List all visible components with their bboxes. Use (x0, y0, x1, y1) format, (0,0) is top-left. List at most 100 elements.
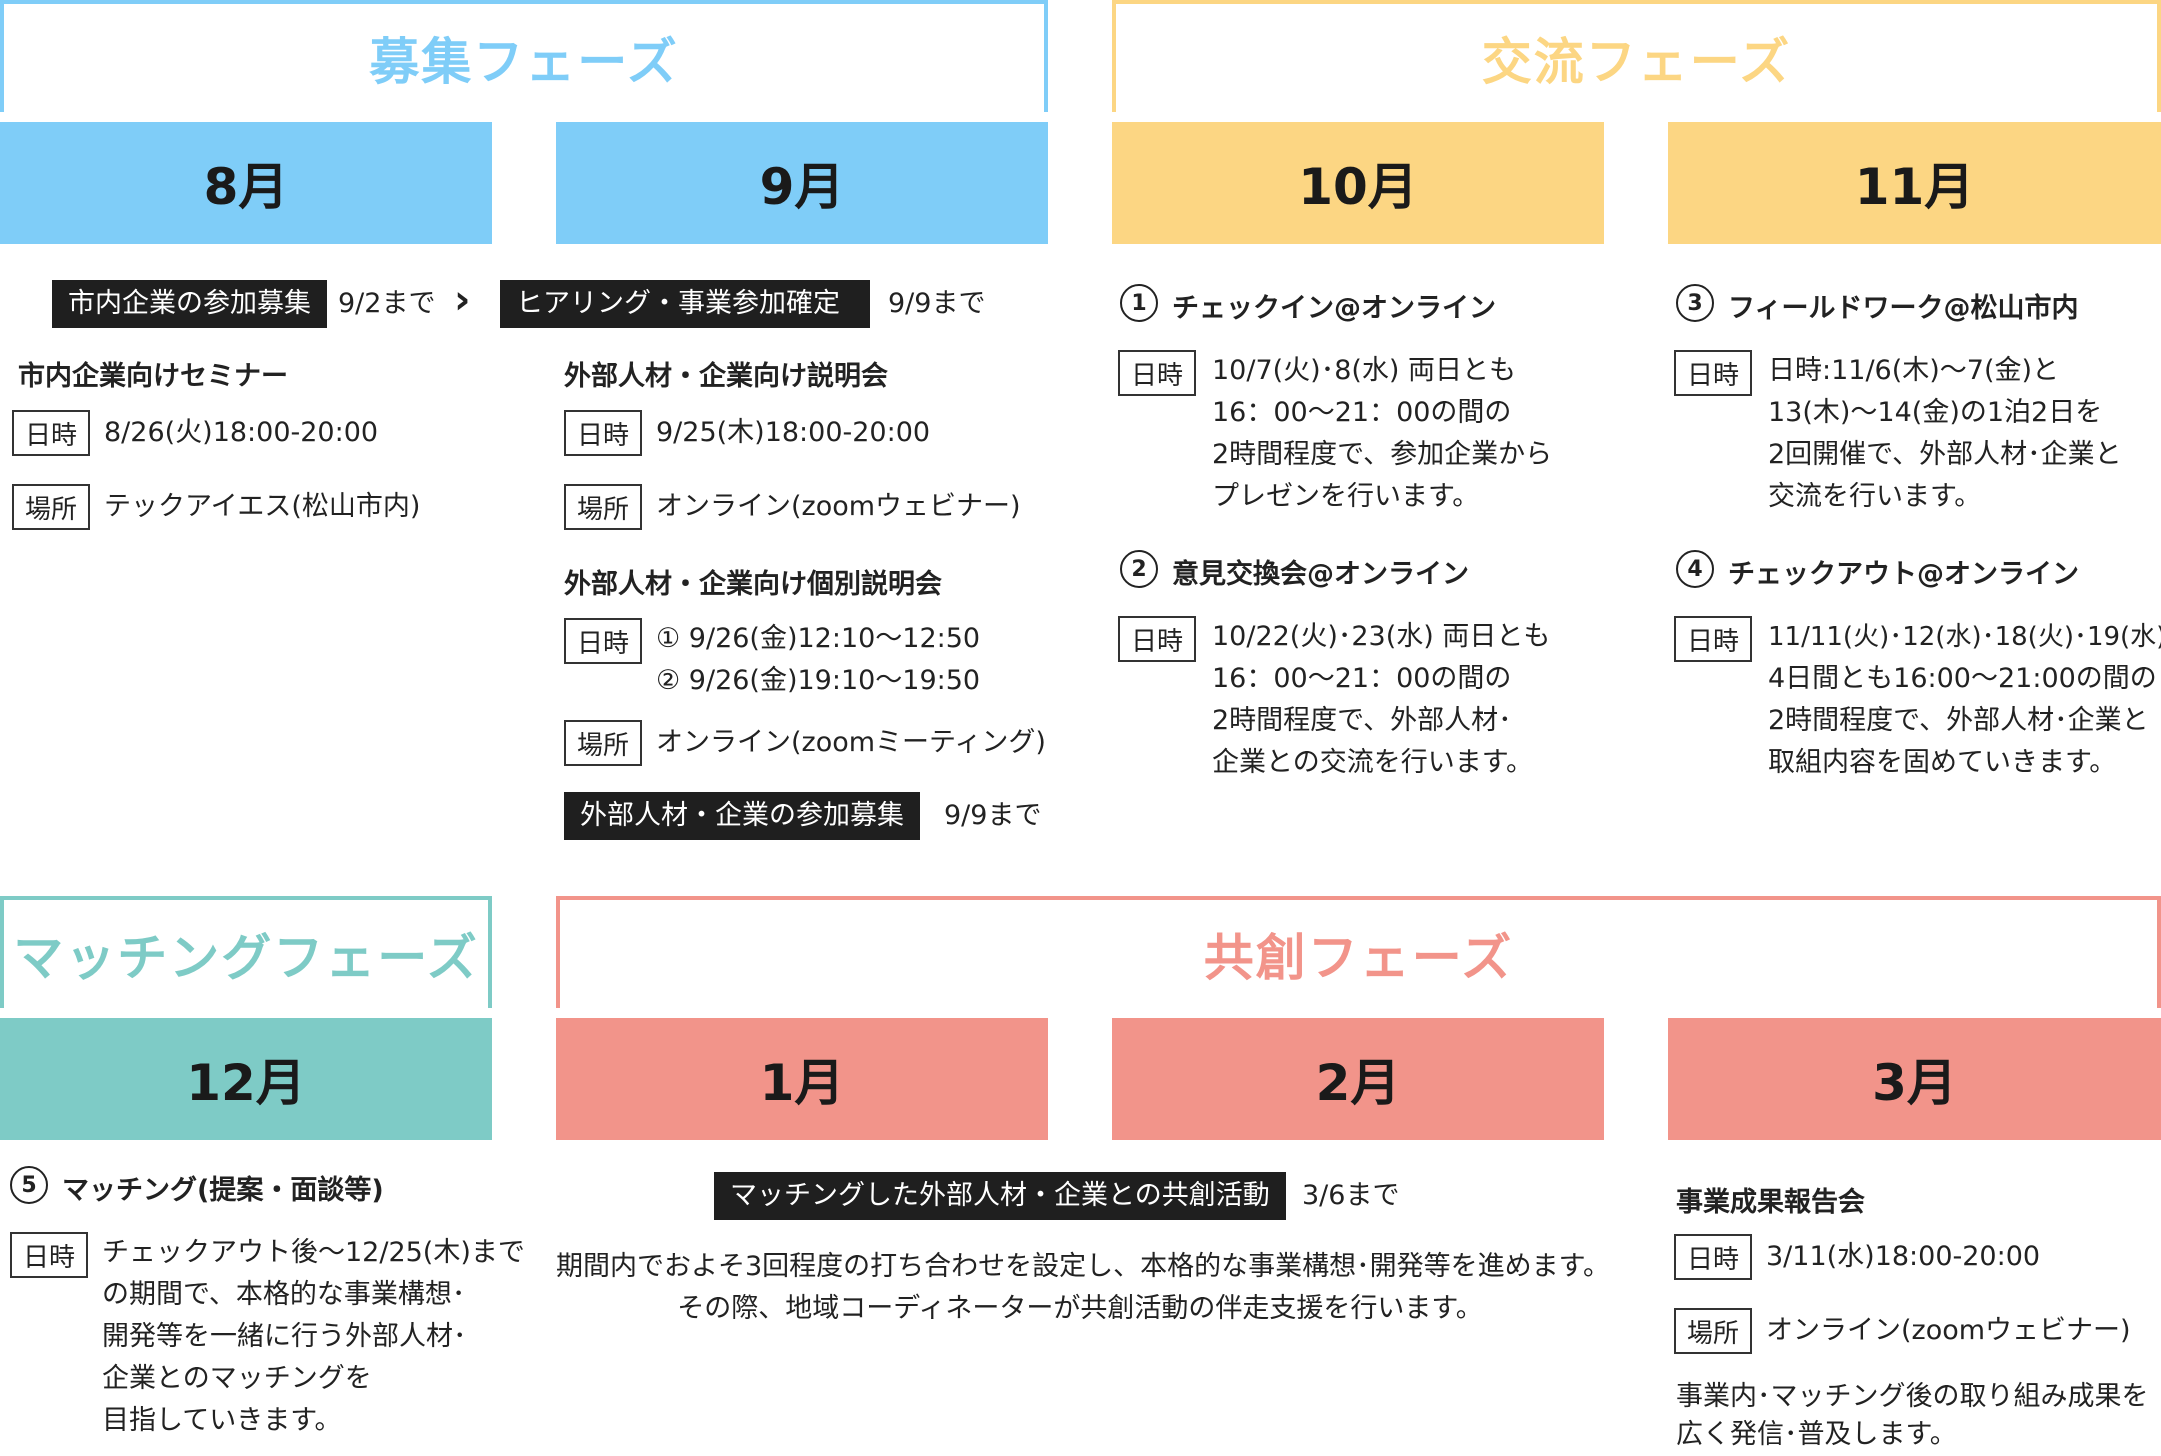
month-sep: 9月 (556, 122, 1048, 244)
oct-exchange-text-3: 2時間程度で、外部人材･ (1212, 705, 1512, 736)
aug-seminar-date: 8/26(火)18:00-20:00 (104, 417, 379, 448)
cocreation-text-1: 期間内でおよそ3回程度の打ち合わせを設定し、本格的な事業構想･開発等を進めます。 (556, 1251, 1610, 1282)
month-jan-label: 1月 (759, 1054, 845, 1112)
dec-matching-text-2: の期間で、本格的な事業構想･ (102, 1279, 466, 1310)
step-4-number: 4 (1676, 550, 1714, 588)
nov-fieldwork-text-1: 日時:11/6(木)〜7(金)と (1768, 355, 2060, 386)
place-label: 場所 (24, 494, 77, 525)
step-1-digit: 1 (1131, 290, 1147, 316)
phase-recruit-title: 募集フェーズ (369, 33, 679, 91)
place-label: 場所 (576, 494, 629, 525)
oct-checkin-text-1: 10/7(火)･8(水) 両日とも (1212, 355, 1517, 386)
oct-checkin-text-4: プレゼンを行います。 (1212, 481, 1480, 512)
sep-individual-datetime-badge: 日時 (564, 618, 642, 664)
month-feb: 2月 (1112, 1018, 1604, 1140)
step-4-digit: 4 (1687, 556, 1703, 582)
cocreation-text-2: その際、地域コーディネーターが共創活動の伴走支援を行います。 (677, 1293, 1483, 1324)
month-nov-label: 11月 (1854, 158, 1975, 216)
sep-session-date: 9/25(木)18:00-20:00 (656, 417, 931, 448)
datetime-label: 日時 (24, 420, 77, 451)
sep-session-place: オンライン(zoomウェビナー) (656, 491, 1021, 522)
step-2-number: 2 (1120, 550, 1158, 588)
month-jan: 1月 (556, 1018, 1048, 1140)
dec-matching-datetime-badge: 日時 (10, 1232, 88, 1278)
datetime-label: 日時 (1686, 1244, 1739, 1275)
nov-fieldwork-text-4: 交流を行います。 (1768, 481, 1982, 512)
sep-deadline: 9/9まで (888, 288, 986, 319)
oct-exchange-text-1: 10/22(火)･23(水) 両日とも (1212, 621, 1551, 652)
chevron-right-icon: › (454, 277, 471, 323)
nov-fieldwork-title: フィールドワーク@松山市内 (1728, 293, 2079, 324)
oct-exchange-title: 意見交換会@オンライン (1172, 559, 1469, 590)
nov-checkout-text-1: 11/11(火)･12(水)･18(火)･19(水) (1768, 622, 2161, 652)
step-3-digit: 3 (1687, 290, 1703, 316)
phase-matching-header: マッチングフェーズ (0, 896, 492, 1008)
datetime-label: 日時 (1130, 626, 1183, 657)
sep-hearing-tag: ヒアリング・事業参加確定 (500, 280, 870, 328)
nov-checkout-title: チェックアウト@オンライン (1728, 559, 2079, 590)
aug-recruit-tag: 市内企業の参加募集 (52, 280, 327, 328)
aug-place-badge: 場所 (12, 484, 90, 530)
place-label: 場所 (1686, 1318, 1739, 1349)
oct-checkin-title: チェックイン@オンライン (1172, 293, 1496, 324)
sep-session-title: 外部人材・企業向け説明会 (564, 361, 888, 392)
oct-exchange-datetime-badge: 日時 (1118, 616, 1196, 662)
aug-seminar-title: 市内企業向けセミナー (18, 361, 288, 392)
step-3-number: 3 (1676, 284, 1714, 322)
mar-report-text-1: 事業内･マッチング後の取り組み成果を (1676, 1381, 2149, 1412)
dec-matching-title: マッチング(提案・面談等) (62, 1175, 384, 1206)
oct-checkin-text-3: 2時間程度で、参加企業から (1212, 439, 1553, 470)
dec-matching-text-1: チェックアウト後〜12/25(木)まで (102, 1237, 525, 1268)
aug-deadline: 9/2まで (338, 288, 436, 319)
step-2-digit: 2 (1131, 556, 1147, 582)
month-oct: 10月 (1112, 122, 1604, 244)
mar-report-title: 事業成果報告会 (1676, 1187, 1865, 1218)
sep-individual-place: オンライン(zoomミーティング) (656, 727, 1046, 758)
dec-matching-text-3: 開発等を一緒に行う外部人材･ (102, 1321, 467, 1352)
oct-checkin-datetime-badge: 日時 (1118, 350, 1196, 396)
sep-session-datetime-badge: 日時 (564, 410, 642, 456)
month-dec: 12月 (0, 1018, 492, 1140)
phase-exchange-title: 交流フェーズ (1481, 33, 1792, 91)
datetime-label: 日時 (1130, 360, 1183, 391)
sep-session-place-badge: 場所 (564, 484, 642, 530)
month-oct-label: 10月 (1298, 158, 1418, 216)
nov-fieldwork-text-3: 2回開催で、外部人材･企業と (1768, 439, 2122, 470)
mar-report-date: 3/11(水)18:00-20:00 (1766, 1241, 2041, 1272)
phase-cocreation-title: 共創フェーズ (1203, 929, 1514, 987)
place-label: 場所 (576, 730, 629, 761)
mar-report-place: オンライン(zoomウェビナー) (1766, 1315, 2131, 1346)
oct-exchange-text-4: 企業との交流を行います。 (1212, 747, 1534, 778)
sep-individual-place-badge: 場所 (564, 720, 642, 766)
month-aug: 8月 (0, 122, 492, 244)
dec-matching-text-4: 企業とのマッチングを (102, 1363, 372, 1394)
step-1-number: 1 (1120, 284, 1158, 322)
month-dec-label: 12月 (186, 1054, 306, 1112)
month-mar-label: 3月 (1872, 1054, 1957, 1112)
cocreation-activity-tag: マッチングした外部人材・企業との共創活動 (714, 1172, 1286, 1220)
phase-recruit-header: 募集フェーズ (0, 0, 1048, 112)
nov-checkout-text-3: 2時間程度で、外部人材･企業と (1768, 705, 2149, 736)
datetime-label: 日時 (1686, 626, 1739, 657)
month-nov: 11月 (1668, 122, 2161, 244)
aug-seminar-place: テックアイエス(松山市内) (104, 491, 421, 522)
mar-report-text-2: 広く発信･普及します。 (1676, 1419, 1957, 1450)
phase-matching-title: マッチングフェーズ (13, 929, 479, 987)
nov-checkout-text-2: 4日間とも16:00〜21:00の間の (1768, 663, 2157, 694)
oct-checkin-text-2: 16：00〜21：00の間の (1212, 397, 1512, 428)
month-mar: 3月 (1668, 1018, 2161, 1140)
datetime-label: 日時 (576, 628, 629, 659)
mar-place-badge: 場所 (1674, 1308, 1752, 1354)
sep-individual-date-1: ① 9/26(金)12:10〜12:50 (656, 623, 981, 654)
oct-exchange-text-2: 16：00〜21：00の間の (1212, 663, 1512, 694)
cocreation-deadline: 3/6まで (1302, 1180, 1400, 1211)
sep-individual-date-2: ② 9/26(金)19:10〜19:50 (656, 665, 981, 696)
phase-cocreation-header: 共創フェーズ (556, 896, 2161, 1008)
datetime-label: 日時 (576, 420, 629, 451)
step-5-digit: 5 (21, 1172, 37, 1198)
month-feb-label: 2月 (1315, 1054, 1401, 1112)
datetime-label: 日時 (22, 1242, 75, 1273)
nov-fieldwork-text-2: 13(木)〜14(金)の1泊2日を (1768, 397, 2103, 428)
mar-datetime-badge: 日時 (1674, 1234, 1752, 1280)
step-5-number: 5 (10, 1166, 48, 1204)
